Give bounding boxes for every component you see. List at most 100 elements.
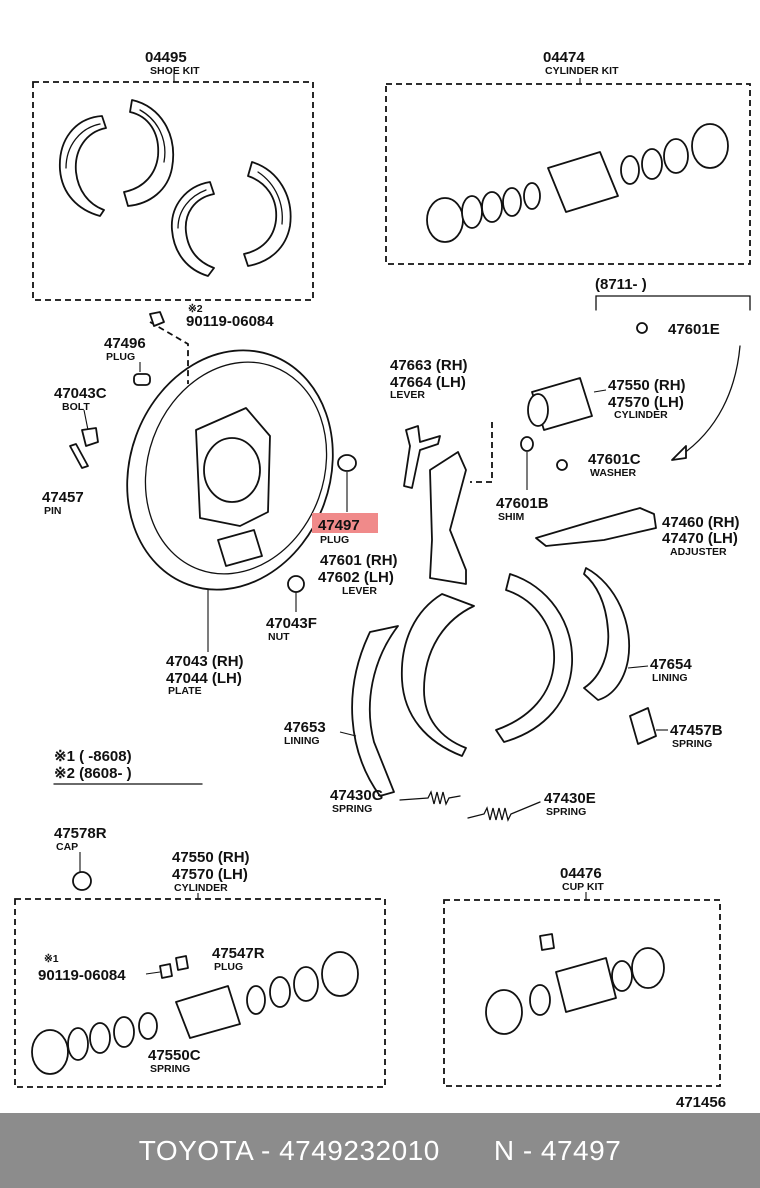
brake-shoe-3[interactable] xyxy=(171,181,215,277)
part-47654[interactable]: 47654 xyxy=(650,656,692,673)
date-bracket-label: (8711- ) xyxy=(595,276,647,293)
cup-kit-parts[interactable] xyxy=(485,933,665,1035)
washer-icon xyxy=(556,459,568,471)
part-47601-rh[interactable]: 47601 (RH) xyxy=(320,552,398,569)
part-47547r[interactable]: 47547R xyxy=(212,945,265,962)
footer-bar: TOYOTA - 4749232010 N - 47497 xyxy=(0,1113,760,1188)
part-47601b[interactable]: 47601B xyxy=(496,495,549,512)
bolt-90119-number-2[interactable]: 90119-06084 xyxy=(38,967,126,984)
lever2-icon xyxy=(403,425,441,489)
svg-text:SHIM: SHIM xyxy=(498,511,525,523)
adjuster-47460-group: 47460 (RH) 47470 (LH) ADJUSTER xyxy=(535,507,740,558)
washer-47601c-group: 47601C WASHER xyxy=(556,451,641,479)
plug-icon xyxy=(133,373,151,386)
svg-text:LINING: LINING xyxy=(284,735,320,747)
part-47044-lh[interactable]: 47044 (LH) xyxy=(166,670,242,687)
part-47457[interactable]: 47457 xyxy=(42,489,84,506)
cylinder-kit-parts[interactable] xyxy=(426,123,729,243)
backing-plate[interactable] xyxy=(94,321,365,619)
bolt-90119-label-group: ※2 90119-06084 xyxy=(149,303,274,330)
bleeder-bolt-icon xyxy=(159,963,173,979)
cap-icon xyxy=(72,871,92,891)
part-47043c[interactable]: 47043C xyxy=(54,385,107,402)
lining-47654[interactable] xyxy=(583,567,630,701)
lever-47601-group: 47601 (RH) 47602 (LH) LEVER xyxy=(318,451,467,597)
shoe-kit-number[interactable]: 04495 xyxy=(145,49,187,66)
spring-47430e-group: 47430E SPRING xyxy=(467,790,596,822)
part-47457b[interactable]: 47457B xyxy=(670,722,723,739)
part-47460-rh[interactable]: 47460 (RH) xyxy=(662,514,740,531)
nut-icon xyxy=(287,575,305,593)
cylinder-kit-box xyxy=(385,83,751,265)
svg-text:CYLINDER: CYLINDER xyxy=(614,409,668,421)
adjuster-icon xyxy=(535,507,657,547)
part-47550c[interactable]: 47550C xyxy=(148,1047,201,1064)
part-47497[interactable]: 47497 xyxy=(318,517,360,534)
date-bracket-group: (8711- ) xyxy=(595,276,751,461)
svg-text:※1: ※1 xyxy=(44,953,59,965)
svg-text:PLUG: PLUG xyxy=(106,351,135,363)
svg-text:SPRING: SPRING xyxy=(150,1063,190,1075)
part-47601e[interactable]: 47601E xyxy=(668,321,720,338)
svg-text:ADJUSTER: ADJUSTER xyxy=(670,546,727,558)
lining-47653[interactable] xyxy=(351,625,399,797)
cylinder-lower-box xyxy=(14,898,386,1088)
cup-kit-group: 04476 CUP KIT xyxy=(443,865,721,1087)
svg-text:NUT: NUT xyxy=(268,631,290,643)
part-47043f[interactable]: 47043F xyxy=(266,615,317,632)
brake-shoe-lower-left[interactable] xyxy=(400,593,475,757)
notes-group: ※1 ( -8608) ※2 (8608- ) xyxy=(53,748,203,785)
cup-kit-box xyxy=(443,899,721,1087)
part-47430g[interactable]: 47430G xyxy=(330,787,383,804)
spring-47457b-group: 47457B SPRING xyxy=(629,707,723,750)
part-47550-rh-b[interactable]: 47550 (RH) xyxy=(172,849,250,866)
shoe-kit-group: 04495 SHOE KIT xyxy=(32,49,314,301)
cap-47578r-group: 47578R CAP xyxy=(54,825,107,891)
svg-text:LEVER: LEVER xyxy=(342,585,377,597)
plug-47497-group: 47497 PLUG xyxy=(312,454,378,546)
brake-shoe-lower-right[interactable] xyxy=(495,573,573,743)
part-47601c[interactable]: 47601C xyxy=(588,451,641,468)
cylinder-kit-number[interactable]: 04474 xyxy=(543,49,585,66)
part-47653[interactable]: 47653 xyxy=(284,719,326,736)
svg-text:BOLT: BOLT xyxy=(62,401,90,413)
lever-47663-group: 47663 (RH) 47664 (LH) LEVER xyxy=(390,357,493,489)
svg-text:CUP KIT: CUP KIT xyxy=(562,881,604,893)
svg-text:PLATE: PLATE xyxy=(168,685,202,697)
part-47043-rh[interactable]: 47043 (RH) xyxy=(166,653,244,670)
footer-reference: N - 47497 xyxy=(493,1134,622,1166)
cylinder-kit-group: 04474 CYLINDER KIT xyxy=(385,49,751,265)
part-47550-rh[interactable]: 47550 (RH) xyxy=(608,377,686,394)
bolt-90119-number[interactable]: 90119-06084 xyxy=(186,313,274,330)
lining-47653-label: 47653 LINING xyxy=(284,719,357,747)
part-47570-lh[interactable]: 47570 (LH) xyxy=(608,394,684,411)
svg-text:WASHER: WASHER xyxy=(590,467,637,479)
part-47470-lh[interactable]: 47470 (LH) xyxy=(662,530,738,547)
brake-shoe-1[interactable] xyxy=(59,115,107,217)
plug-small-icon xyxy=(175,955,189,971)
svg-text:PLUG: PLUG xyxy=(320,534,349,546)
part-47570-lh-b[interactable]: 47570 (LH) xyxy=(172,866,248,883)
part-47663-rh[interactable]: 47663 (RH) xyxy=(390,357,468,374)
part-47496[interactable]: 47496 xyxy=(104,335,146,352)
part-47578r[interactable]: 47578R xyxy=(54,825,107,842)
brake-shoe-4[interactable] xyxy=(243,161,292,267)
cylinder-lower-parts[interactable] xyxy=(31,951,359,1075)
highlight-box xyxy=(312,513,378,533)
shim-icon xyxy=(520,436,534,452)
cylinder-lower-group: 47550 (RH) 47570 (LH) CYLINDER ※1 90119-… xyxy=(14,849,386,1088)
ring-icon xyxy=(636,322,648,334)
brake-shoe-2[interactable] xyxy=(123,99,174,207)
bolt-47043c-group: 47043C BOLT xyxy=(54,385,107,447)
cup-kit-number[interactable]: 04476 xyxy=(560,865,602,882)
svg-text:LINING: LINING xyxy=(652,672,688,684)
part-47430e[interactable]: 47430E xyxy=(544,790,596,807)
svg-text:CYLINDER: CYLINDER xyxy=(174,882,228,894)
svg-text:PLUG: PLUG xyxy=(214,961,243,973)
part-47602-lh[interactable]: 47602 (LH) xyxy=(318,569,394,586)
part-47601e-group: 47601E xyxy=(636,321,720,338)
part-47664-lh[interactable]: 47664 (LH) xyxy=(390,374,466,391)
cylinder-kit-label: CYLINDER KIT xyxy=(545,65,619,77)
plug-47497-icon xyxy=(337,454,357,472)
